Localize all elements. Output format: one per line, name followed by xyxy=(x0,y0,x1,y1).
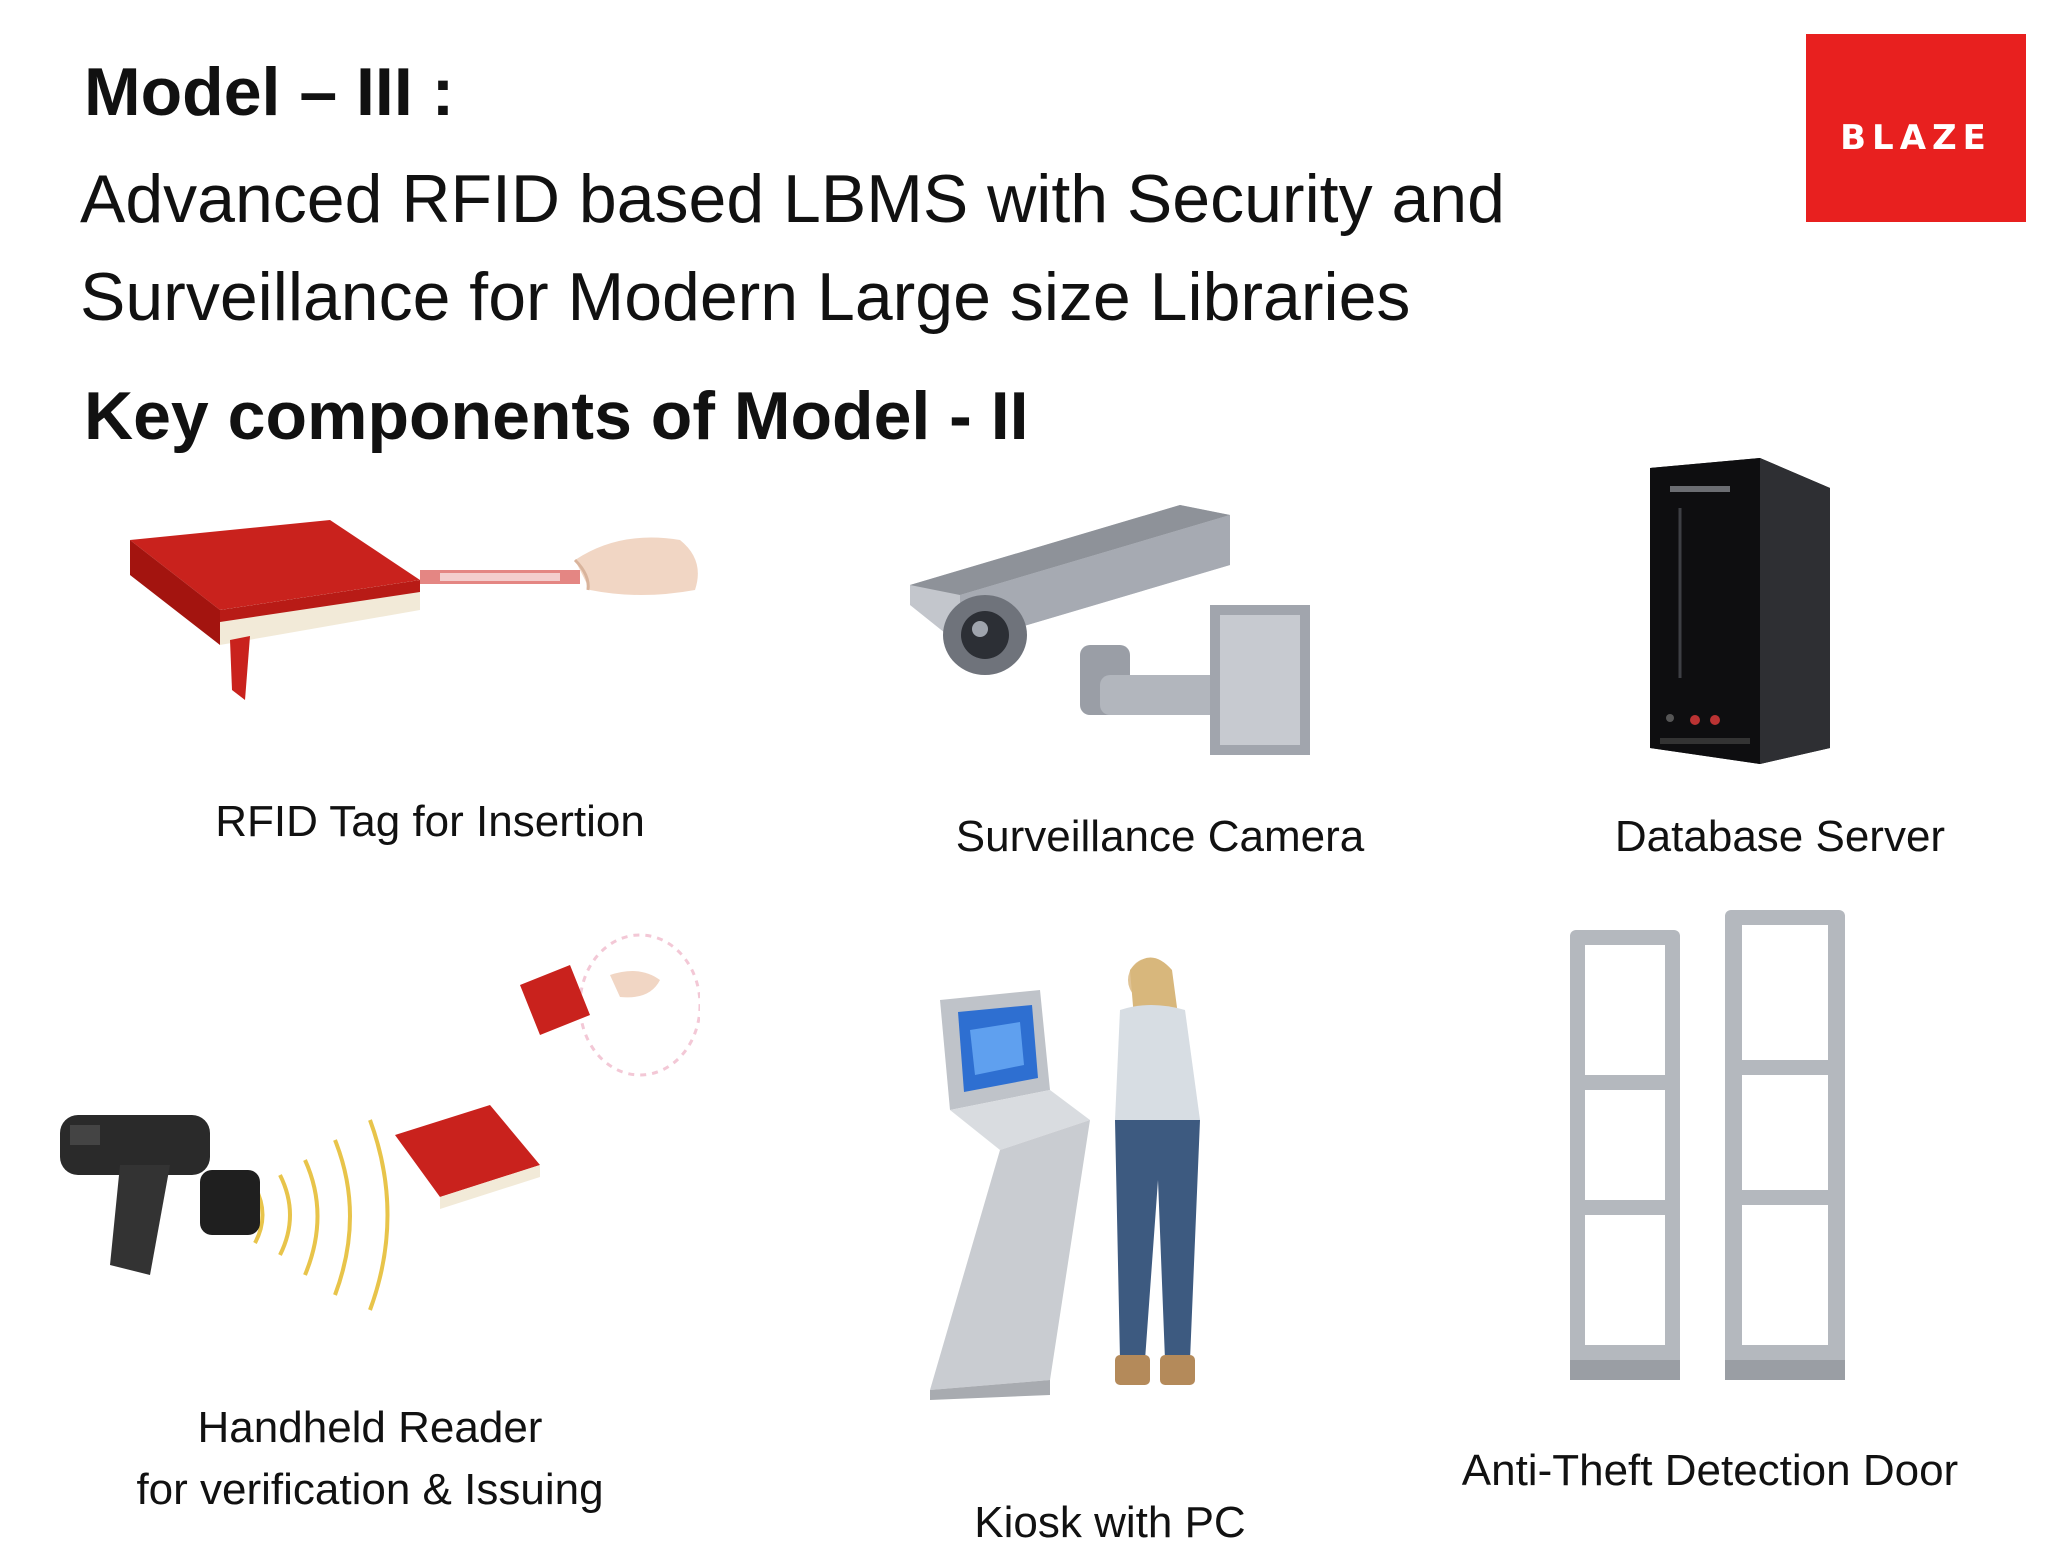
logo-text: BLAZE xyxy=(1840,118,1992,158)
handheld-reader-icon xyxy=(50,925,700,1315)
caption-handheld-reader: Handheld Reader for verification & Issui… xyxy=(100,1397,640,1521)
subtitle-line-1: Advanced RFID based LBMS with Security a… xyxy=(80,161,1505,237)
kiosk-pc-icon xyxy=(900,950,1280,1400)
caption-handheld-reader-line-1: Handheld Reader xyxy=(197,1403,543,1452)
slide-title: Model – III : xyxy=(84,54,455,130)
anti-theft-door-icon xyxy=(1550,900,1880,1390)
caption-kiosk: Kiosk with PC xyxy=(974,1498,1246,1547)
caption-rfid-tag: RFID Tag for Insertion xyxy=(215,797,645,846)
caption-anti-theft-door: Anti-Theft Detection Door xyxy=(1461,1446,1959,1495)
database-server-icon xyxy=(1640,448,1850,768)
rfid-tag-book-icon xyxy=(120,500,710,720)
section-heading: Key components of Model - II xyxy=(84,378,1029,454)
caption-surveillance-camera: Surveillance Camera xyxy=(955,812,1365,861)
caption-handheld-reader-line-2: for verification & Issuing xyxy=(136,1465,604,1514)
subtitle-line-2: Surveillance for Modern Large size Libra… xyxy=(80,259,1411,335)
blaze-logo: BLAZE xyxy=(1806,34,2026,222)
surveillance-camera-icon xyxy=(900,495,1330,765)
slide-subtitle: Advanced RFID based LBMS with Security a… xyxy=(80,150,1680,346)
caption-database-server: Database Server xyxy=(1614,812,1946,861)
